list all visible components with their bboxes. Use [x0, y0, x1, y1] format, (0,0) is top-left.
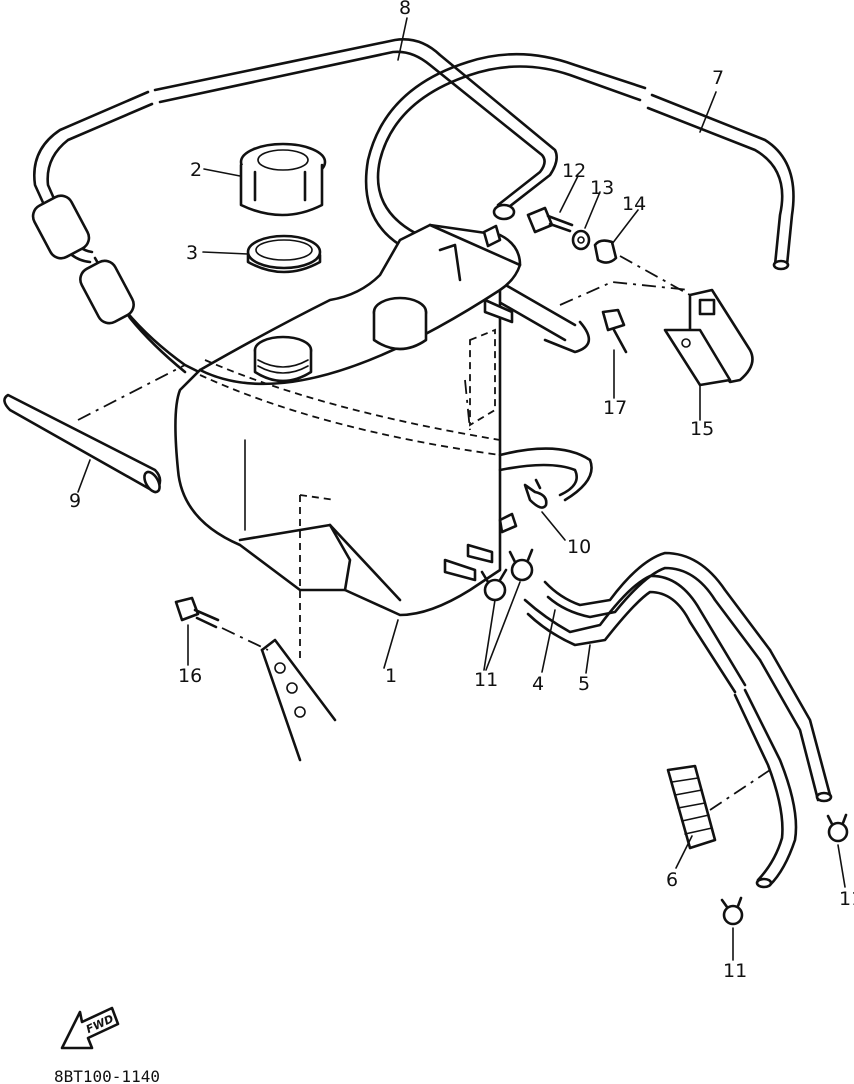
callout-5: 5 — [578, 673, 590, 695]
forward-arrow-icon: FWD — [60, 1006, 120, 1050]
tank-cap — [239, 142, 327, 217]
diagram-code: 8BT100-1140 — [54, 1067, 160, 1084]
callout-9: 9 — [69, 490, 81, 512]
callout-11-right: 11 — [839, 888, 854, 910]
callout-10: 10 — [567, 536, 591, 558]
callout-12: 12 — [562, 160, 586, 182]
bolt-12 — [526, 206, 574, 234]
callout-4: 4 — [532, 673, 544, 695]
hose-9 — [3, 393, 162, 494]
callout-7: 7 — [712, 67, 724, 89]
callout-11-left: 11 — [474, 669, 498, 691]
grommet-14 — [593, 239, 618, 264]
callout-14: 14 — [622, 193, 646, 215]
bolt-17 — [601, 308, 628, 354]
oil-tank — [174, 223, 593, 660]
cap-gasket — [246, 234, 322, 274]
washer-13 — [571, 229, 591, 251]
callout-6: 6 — [666, 869, 678, 891]
hose-7 — [364, 52, 795, 354]
callout-17: 17 — [603, 397, 627, 419]
hoses-4-5 — [523, 551, 772, 694]
callout-13: 13 — [590, 177, 614, 199]
callout-11-bottom: 11 — [723, 960, 747, 982]
callout-8: 8 — [399, 0, 411, 19]
hose-8 — [31, 38, 558, 377]
callout-3: 3 — [186, 242, 198, 264]
callout-15: 15 — [690, 418, 714, 440]
bolt-16 — [174, 596, 220, 629]
clip-10 — [523, 478, 548, 509]
leader-lines — [77, 17, 846, 961]
frame-section — [260, 638, 337, 762]
protector-sleeve — [666, 764, 717, 850]
drain-hoses — [733, 648, 833, 889]
bracket-15 — [663, 288, 754, 387]
callout-16: 16 — [178, 665, 202, 687]
callout-2: 2 — [190, 159, 202, 181]
callout-1: 1 — [385, 665, 397, 687]
clamps — [480, 548, 849, 926]
